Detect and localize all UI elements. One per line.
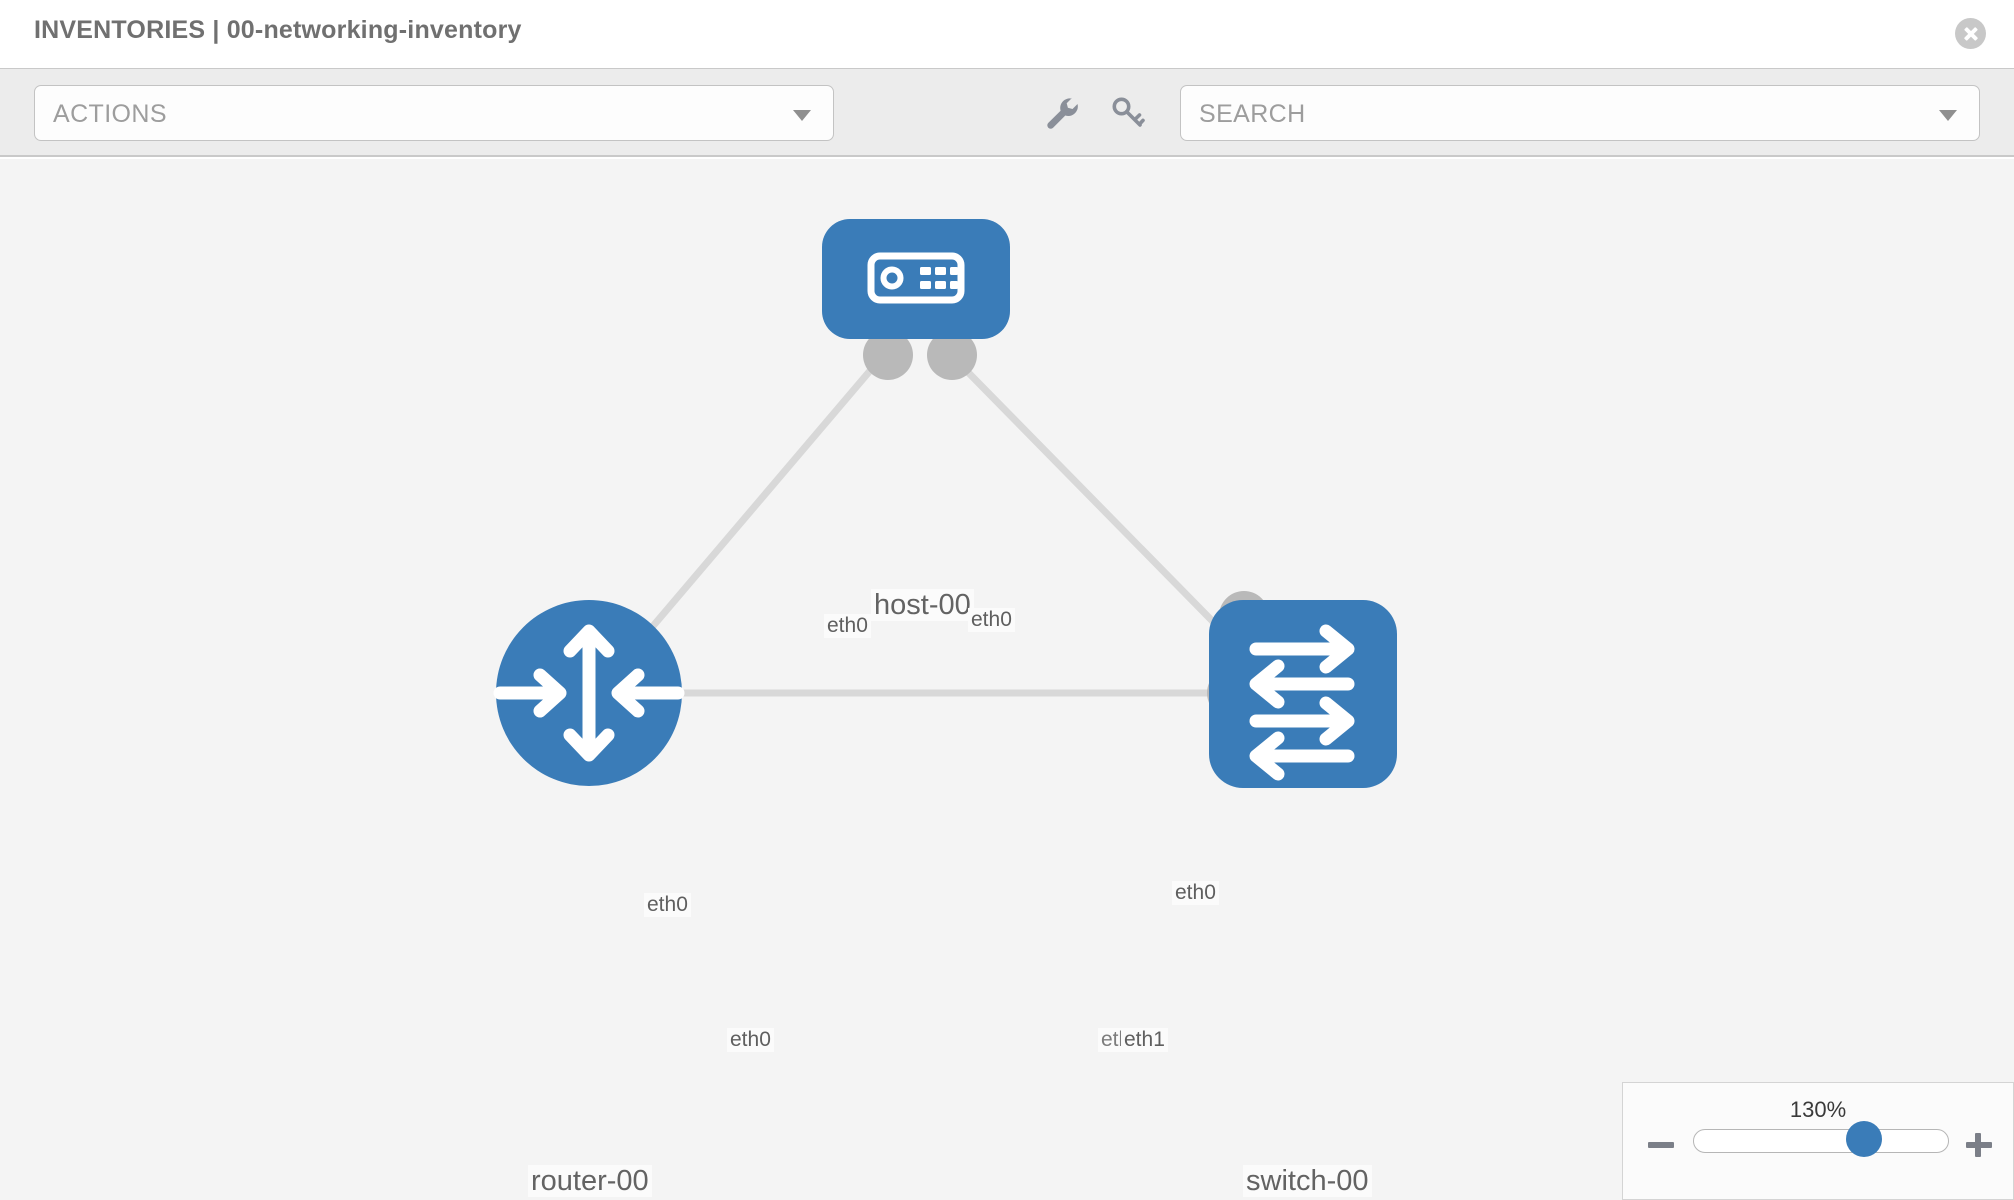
chevron-down-icon (793, 110, 811, 121)
node-switch-00 (1209, 600, 1397, 788)
key-icon[interactable] (1106, 91, 1148, 133)
minus-icon (1648, 1142, 1674, 1148)
edge-label-router-eth0-switch: eth0 (727, 1028, 774, 1053)
node-router-00 (493, 600, 685, 786)
node-host-00 (822, 219, 1010, 339)
topology-graph (493, 219, 1397, 788)
edge-label-switch-eth0-host: eth0 (1172, 881, 1219, 906)
edge-label-switch-eth1-router: eth1 (1121, 1028, 1168, 1053)
topology-links (621, 355, 1254, 697)
toolbar: ACTIONS SEARCH (0, 68, 2014, 157)
edge-label-router-eth0-host: eth0 (644, 893, 691, 918)
plus-icon-vertical (1975, 1133, 1981, 1157)
page-header: INVENTORIES | 00-networking-inventory (0, 0, 2014, 68)
link-host-switch (951, 355, 1234, 643)
zoom-out-button[interactable] (1647, 1131, 1675, 1159)
topology-canvas[interactable]: host-00 router-00 switch-00 eth0 eth0 et… (0, 159, 2014, 1200)
close-icon[interactable] (1955, 18, 1986, 49)
search-input[interactable]: SEARCH (1180, 85, 1980, 141)
edge-label-host-eth0-right: eth0 (968, 608, 1015, 633)
topology-sockets (610, 330, 1269, 718)
link-host-router (621, 355, 884, 663)
wrench-icon[interactable] (1040, 91, 1082, 133)
zoom-slider-track[interactable] (1693, 1129, 1949, 1153)
zoom-in-button[interactable] (1965, 1131, 1993, 1159)
socket-host-eth0-right (927, 330, 977, 380)
chevron-down-icon[interactable] (1939, 110, 1957, 121)
node-label-router-00: router-00 (528, 1165, 652, 1198)
router-arrows-icon (493, 624, 685, 762)
actions-dropdown-label: ACTIONS (53, 100, 167, 128)
switch-arrows-icon (1249, 624, 1355, 781)
page-title: INVENTORIES | 00-networking-inventory (34, 16, 522, 44)
actions-dropdown[interactable]: ACTIONS (34, 85, 834, 141)
node-label-host-00: host-00 (871, 589, 974, 622)
edge-label-host-eth0-left: eth0 (824, 614, 871, 639)
socket-host-eth0-left (863, 330, 913, 380)
zoom-slider-thumb[interactable] (1846, 1121, 1882, 1157)
zoom-level-value: 130% (1789, 1097, 1847, 1122)
search-placeholder: SEARCH (1199, 100, 1306, 128)
node-label-switch-00: switch-00 (1243, 1165, 1372, 1198)
server-icon (867, 252, 965, 304)
zoom-control-panel: 130% (1622, 1082, 2014, 1200)
